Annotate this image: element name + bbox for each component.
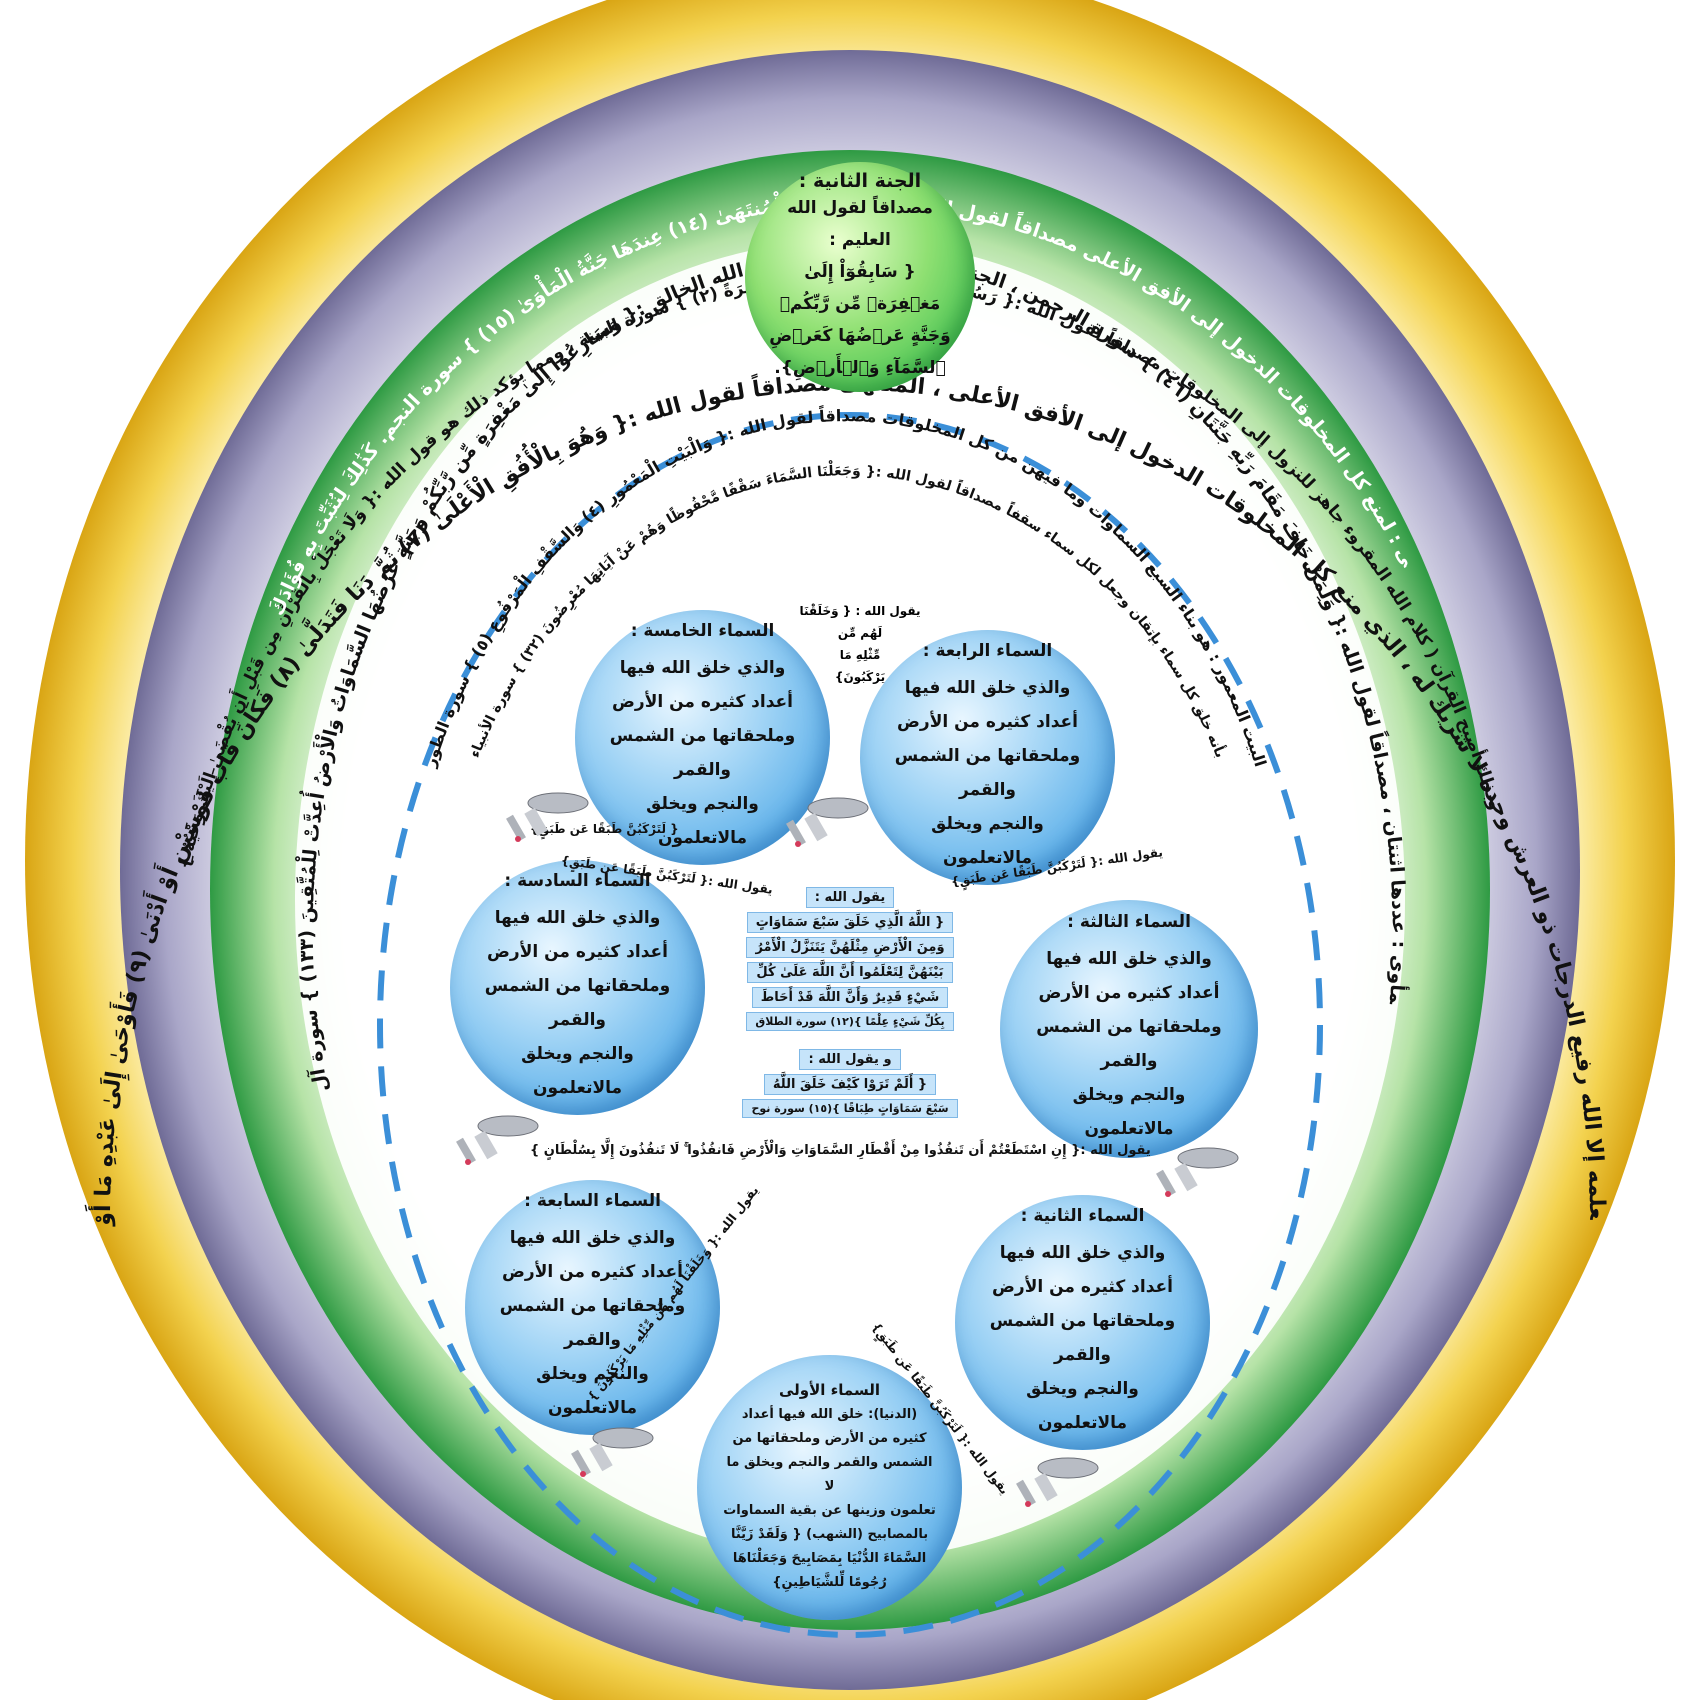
sky-line: مالاتعلمون: [657, 827, 748, 848]
seventh-sky-circle: السماء السابعة : والذي خلق الله فيها أعد…: [465, 1180, 720, 1435]
sky-line: مالاتعلمون: [547, 1397, 638, 1418]
spaceship-icon: [571, 1427, 654, 1477]
top-quote-line-3: مِّثْلِهِ مَا: [839, 648, 881, 662]
sky-line: والنجم ويخلق: [536, 1363, 649, 1384]
first-sky-line: (الدنيا): خلق الله فيها أعداد: [741, 1406, 918, 1422]
center-verse-line: { اللَّهُ الَّذِي خَلَقَ سَبْعَ سَمَاوَا…: [746, 912, 954, 933]
top-quote-line-1: يقول الله : { وَخَلَقْنَا: [799, 604, 921, 618]
sixth-sky-circle: السماء السادسة : والذي خلق الله فيها أعد…: [450, 860, 705, 1115]
sky-line: وملحقاتها من الشمس والقمر: [499, 1295, 686, 1350]
sky-line: والنجم ويخلق: [521, 1043, 634, 1064]
center-verse: يقول الله : { اللَّهُ الَّذِي خَلَقَ سَب…: [730, 885, 970, 1120]
sky-line: أعداد كثيره من الأرض: [502, 1261, 683, 1282]
fifth-sky-title: السماء الخامسة :: [630, 620, 775, 641]
top-quote-line-2: لَهُم مِّن: [837, 626, 883, 640]
spaceship-icon: [1156, 1147, 1239, 1197]
center-verse2-line: { أَلَمْ تَرَوْا كَيْفَ خَلَقَ اللَّهُ: [763, 1074, 937, 1095]
sky-line: والذي خلق الله فيها: [904, 677, 1071, 698]
spaceship-icon: [456, 1115, 539, 1165]
sky-line: مالاتعلمون: [942, 847, 1033, 868]
fourth-sky-title: السماء الرابعة :: [922, 640, 1053, 661]
first-sky-line: بالمصابيح (الشهب) { وَلَقَدْ زَيَّنَّا: [730, 1526, 929, 1542]
spaceship-icon: [786, 797, 869, 847]
second-paradise-line-3: وَجَنَّةٍ عَرۡضُهَا كَعَرۡضِ: [769, 326, 951, 346]
sky-line: والذي خلق الله فيها: [494, 907, 661, 928]
sky-line: والنجم ويخلق: [1026, 1378, 1139, 1399]
sky-line: وملحقاتها من الشمس والقمر: [894, 745, 1081, 800]
dashed-house-boundary: [377, 412, 1323, 1638]
sky-line: مالاتعلمون: [1084, 1119, 1174, 1139]
second-sky-title: السماء الثانية :: [1020, 1205, 1145, 1226]
top-quote-line-4: يَرْكَبُونَ}: [834, 670, 886, 684]
fifth-sky-circle: السماء الخامسة : والذي خلق الله فيها أعد…: [575, 610, 830, 865]
center-verse-line: بَيْنَهُنَّ لِتَعْلَمُوا أَنَّ اللَّهَ ع…: [747, 962, 953, 983]
second-paradise-line-4: ٱلسَّمَآءِ وَٱلۡأَرۡضِ}.: [774, 358, 946, 378]
center-head: يقول الله :: [805, 887, 895, 908]
spaceship-icon: [506, 792, 589, 842]
sky-line: والذي خلق الله فيها: [999, 1242, 1166, 1263]
first-sky-title: السماء الأولى: [778, 1380, 881, 1399]
third-sky-title: السماء الثالثة :: [1067, 912, 1191, 932]
first-sky-line: السَّمَاءَ الدُّنْيَا بِمَصَابِيحَ وَجَع…: [732, 1550, 927, 1566]
sky-line: أعداد كثيره من الأرض: [487, 941, 668, 962]
sky-line: والنجم ويخلق: [1072, 1085, 1186, 1105]
sixth-sky-title: السماء السادسة :: [504, 870, 651, 891]
sky-line: والذي خلق الله فيها: [509, 1227, 676, 1248]
first-sky-line: رُجُومًا لِّلشَّيَاطِينِ}: [772, 1574, 887, 1590]
second-paradise-line-1: مصداقاً لقول الله العليم :: [787, 198, 933, 250]
sky-line: أعداد كثيره من الأرض: [612, 691, 793, 712]
sky-line: والذي خلق الله فيها: [619, 657, 786, 678]
center-verse-line: شَيْءٍ قَدِيرٌ وَأَنَّ اللَّهَ قَدْ أَحَ…: [751, 987, 949, 1008]
center-verse2-line: سَبْعَ سَمَاوَاتٍ طِبَاقًا }(١٥) سورة نو…: [742, 1099, 958, 1118]
first-sky-line: تعلمون وزينها عن بقية السماوات: [723, 1502, 936, 1518]
sky-line: وملحقاتها من الشمس والقمر: [989, 1310, 1176, 1365]
sky-line: والذي خلق الله فيها: [1046, 949, 1212, 969]
sky-line: وملحقاتها من الشمس والقمر: [1036, 1017, 1222, 1071]
first-sky-line: كثيره من الأرض وملحقاتها من: [732, 1430, 927, 1446]
sky-line: أعداد كثيره من الأرض: [1038, 983, 1220, 1003]
seventh-sky-title: السماء السابعة :: [524, 1190, 661, 1211]
first-sky-line: الشمس والقمر والنجم ويخلق ما لا: [726, 1454, 933, 1494]
tabaq-annotation-short: { لَتَرْكَبُنَّ طَبَقًا عَن طَبَقٍ}: [530, 822, 679, 836]
sky-line: والنجم ويخلق: [931, 813, 1044, 834]
sky-line: وملحقاتها من الشمس والقمر: [484, 975, 671, 1030]
sky-line: والنجم ويخلق: [646, 793, 759, 814]
sky-line: وملحقاتها من الشمس والقمر: [609, 725, 796, 780]
second-sky-circle: السماء الثانية : والذي خلق الله فيها أعد…: [955, 1195, 1210, 1450]
center-verse-line: وَمِنَ الْأَرْضِ مِثْلَهُنَّ يَتَنَزَّلُ…: [746, 937, 954, 958]
second-paradise-line-2: { سَابِقُوٓاْ إِلَىٰ مَغۡفِرَةٖ مِّن رَّ…: [779, 262, 941, 314]
center-verse-line: بِكُلِّ شَيْءٍ عِلْمًا }(١٢) سورة الطلاق: [746, 1012, 954, 1031]
sky-line: أعداد كثيره من الأرض: [992, 1276, 1173, 1297]
fourth-sky-circle: السماء الرابعة : والذي خلق الله فيها أعد…: [860, 630, 1115, 885]
sky-line: مالاتعلمون: [532, 1077, 623, 1098]
second-paradise-title: الجنة الثانية :: [798, 170, 922, 192]
spaceship-icon: [1016, 1457, 1099, 1507]
center-head-2: و يقول الله :: [799, 1049, 901, 1070]
first-sky-circle: السماء الأولى (الدنيا): خلق الله فيها أع…: [697, 1355, 962, 1620]
nafadh-annotation: يقول الله :{ إِنِ اسْتَطَعْتُمْ أَن تَنف…: [530, 1143, 1151, 1158]
sky-line: مالاتعلمون: [1037, 1412, 1128, 1433]
sky-line: أعداد كثيره من الأرض: [897, 711, 1078, 732]
third-sky-circle: السماء الثالثة : والذي خلق الله فيها أعد…: [1000, 900, 1258, 1158]
second-paradise-circle: الجنة الثانية : مصداقاً لقول الله العليم…: [745, 162, 975, 392]
top-quote: يقول الله : { وَخَلَقْنَا لَهُم مِّن مِّ…: [790, 600, 930, 688]
